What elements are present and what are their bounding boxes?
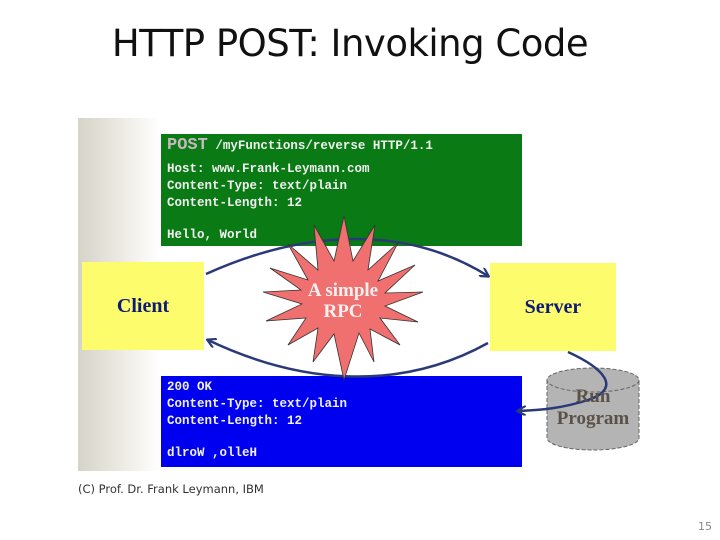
request-path: /myFunctions/reverse HTTP/1.1 — [207, 139, 433, 153]
program-line-2: Program — [556, 408, 630, 429]
starburst-icon — [262, 215, 424, 382]
http-response-box: 200 OK Content-Type: text/plain Content-… — [161, 376, 522, 467]
server-label: Server — [524, 295, 582, 318]
client-label: Client — [116, 294, 170, 317]
response-status-line: 200 OK — [167, 380, 213, 394]
response-header-content-length: Content-Length: 12 — [167, 414, 303, 428]
burst-line-1: A simple — [307, 280, 379, 301]
request-header-content-type: Content-Type: text/plain — [167, 179, 348, 193]
response-header-content-type: Content-Type: text/plain — [167, 397, 348, 411]
request-arrow-icon — [205, 237, 488, 276]
execution-arrow-icon — [518, 350, 608, 411]
server-node: Server — [490, 263, 616, 351]
database-cylinder-icon — [546, 367, 640, 451]
request-header-content-length: Content-Length: 12 — [167, 196, 303, 210]
request-method: POST — [167, 136, 208, 155]
burst-line-2: RPC — [323, 301, 363, 322]
slide-title: HTTP POST: Invoking Code — [111, 22, 589, 65]
diagram-graphics — [78, 215, 640, 451]
rpc-burst-label: A simple RPC — [283, 280, 403, 322]
program-line-1: Run — [575, 386, 611, 407]
response-arrow-icon — [208, 340, 489, 378]
request-line: POST /myFunctions/reverse HTTP/1.1 — [167, 137, 433, 155]
rpc-diagram: POST /myFunctions/reverse HTTP/1.1 Host:… — [78, 118, 643, 471]
client-node: Client — [82, 262, 204, 350]
http-request-box: POST /myFunctions/reverse HTTP/1.1 Host:… — [161, 134, 522, 246]
request-body: Hello, World — [167, 228, 258, 242]
page-number: 15 — [698, 520, 712, 533]
copyright-footer: (C) Prof. Dr. Frank Leymann, IBM — [78, 482, 264, 496]
request-header-host: Host: www.Frank-Leymann.com — [167, 162, 370, 176]
response-body: dlroW ,olleH — [167, 446, 258, 460]
run-program-label: Run Program — [548, 386, 638, 430]
